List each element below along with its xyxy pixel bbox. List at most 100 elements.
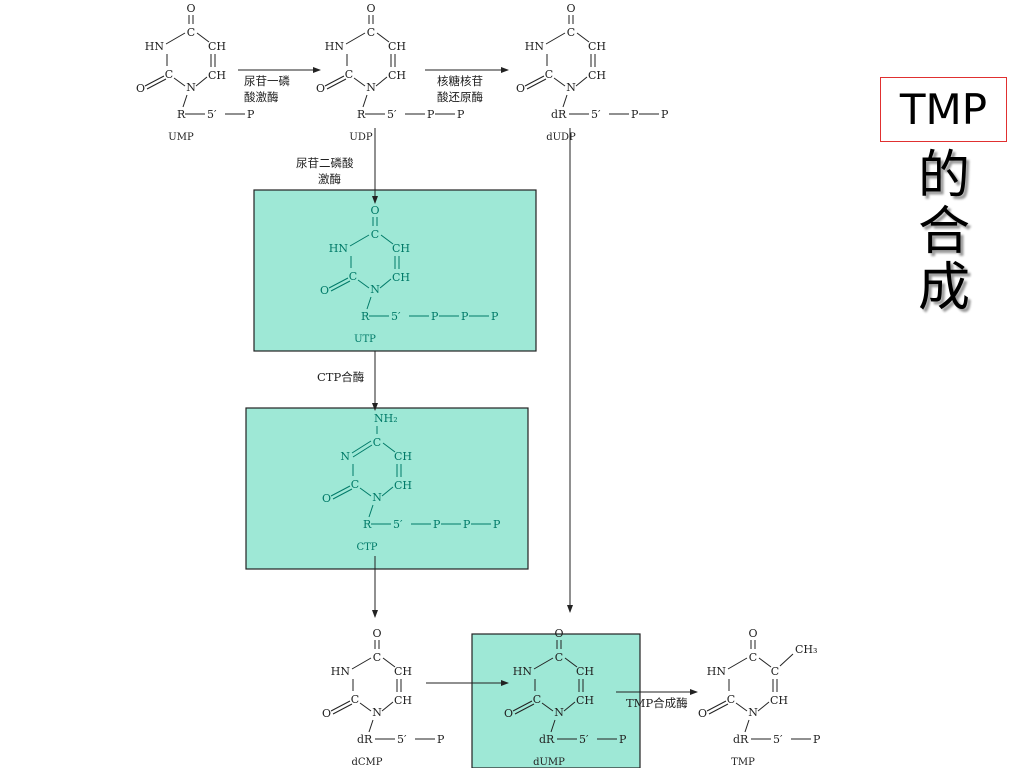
n1-label: N <box>372 491 382 504</box>
sugar-label: dR <box>357 733 373 746</box>
c2-carbon-label: C <box>345 68 353 81</box>
carbon-label: C <box>373 436 381 449</box>
five-prime-label: 5′ <box>773 733 783 746</box>
oxygen-label: O <box>370 204 379 217</box>
sugar-label: R <box>363 518 372 531</box>
title-characters: 的 合 成 <box>912 148 976 316</box>
c5-ch-label: CH <box>388 40 406 53</box>
carbon-label: C <box>367 26 375 39</box>
hn-label: HN <box>331 665 351 678</box>
dump-highlight-box <box>471 633 641 768</box>
compound-name-dudp: dUDP <box>546 132 576 143</box>
oxygen-label: O <box>566 2 575 15</box>
phosphate-label: P <box>493 518 501 531</box>
reductase-label-line1: 核糖核苷 <box>437 74 483 88</box>
c6-ch-label: CH <box>208 69 226 82</box>
c2-carbon-label: C <box>727 693 735 706</box>
five-prime-label: 5′ <box>391 310 401 323</box>
phosphate-label: P <box>463 518 471 531</box>
c6-ch-label: CH <box>388 69 406 82</box>
c2-oxygen-label: O <box>322 707 331 720</box>
sugar-label: R <box>361 310 370 323</box>
n1-label: N <box>370 283 380 296</box>
phosphate-label: P <box>457 108 465 121</box>
nitrogen-label: N <box>340 450 350 463</box>
n1-label: N <box>748 706 758 719</box>
five-prime-label: 5′ <box>393 518 403 531</box>
c5-ch-label: CH <box>394 665 412 678</box>
c2-oxygen-label: O <box>516 82 525 95</box>
c5-ch-label: CH <box>394 450 412 463</box>
phosphate-label: P <box>619 733 627 746</box>
carbon-label: C <box>371 228 379 241</box>
phosphate-label: P <box>491 310 499 323</box>
title-boxed-tmp: TMP <box>880 77 1007 142</box>
c6-ch-label: CH <box>394 479 412 492</box>
n1-label: N <box>372 706 382 719</box>
carbon-label: C <box>749 651 757 664</box>
c6-ch-label: CH <box>588 69 606 82</box>
c2-oxygen-label: O <box>136 82 145 95</box>
five-prime-label: 5′ <box>591 108 601 121</box>
title-char-1: 的 <box>917 146 970 206</box>
hn-label: HN <box>513 665 533 678</box>
compound-name-utp: UTP <box>354 334 376 345</box>
c2-carbon-label: C <box>545 68 553 81</box>
ctp-synthase-label: CTP合酶 <box>317 370 364 384</box>
oxygen-label: O <box>554 627 563 640</box>
carbon-label: C <box>567 26 575 39</box>
carbon-label: C <box>555 651 563 664</box>
utp-highlight-box <box>253 189 537 352</box>
compound-name-ctp: CTP <box>356 542 377 553</box>
c5-label: C <box>771 665 779 678</box>
compound-name-dcmp: dCMP <box>351 757 382 768</box>
oxygen-label: O <box>748 627 757 640</box>
phosphate-label: P <box>431 310 439 323</box>
c2-oxygen-label: O <box>316 82 325 95</box>
phosphate-label: P <box>247 108 255 121</box>
c2-carbon-label: C <box>533 693 541 706</box>
carbon-label: C <box>373 651 381 664</box>
c6-ch-label: CH <box>394 694 412 707</box>
hn-label: HN <box>329 242 349 255</box>
n1-label: N <box>366 81 376 94</box>
methyl-label: CH₃ <box>795 643 817 656</box>
compound-name-ump: UMP <box>168 132 194 143</box>
c5-ch-label: CH <box>392 242 410 255</box>
c2-carbon-label: C <box>349 270 357 283</box>
uridylate-kinase-label-line1: 尿苷一磷 <box>244 74 290 88</box>
hn-label: HN <box>325 40 345 53</box>
five-prime-label: 5′ <box>579 733 589 746</box>
n1-label: N <box>566 81 576 94</box>
phosphate-label: P <box>813 733 821 746</box>
c2-carbon-label: C <box>351 693 359 706</box>
udp-kinase-label-line2: 激酶 <box>318 172 341 186</box>
five-prime-label: 5′ <box>207 108 217 121</box>
sugar-label: dR <box>733 733 749 746</box>
reductase-label-line2: 酸还原酶 <box>437 90 483 104</box>
phosphate-label: P <box>661 108 669 121</box>
phosphate-label: P <box>427 108 435 121</box>
c6-ch-label: CH <box>770 694 788 707</box>
tmp-synthase-label: TMP合成酶 <box>626 696 688 710</box>
phosphate-label: P <box>461 310 469 323</box>
compound-name-dump: dUMP <box>533 757 565 768</box>
compound-name-udp: UDP <box>349 132 372 143</box>
oxygen-label: O <box>366 2 375 15</box>
hn-label: HN <box>525 40 545 53</box>
udp-kinase-label-line1: 尿苷二磷酸 <box>296 156 354 170</box>
c2-carbon-label: C <box>351 478 359 491</box>
c2-oxygen-label: O <box>504 707 513 720</box>
phosphate-label: P <box>433 518 441 531</box>
c2-oxygen-label: O <box>322 492 331 505</box>
c5-ch-label: CH <box>588 40 606 53</box>
oxygen-label: O <box>372 627 381 640</box>
c2-oxygen-label: O <box>698 707 707 720</box>
enzyme-labels: 尿苷一磷 酸激酶 核糖核苷 酸还原酶 尿苷二磷酸 激酶 CTP合酶 TMP合成酶 <box>244 74 688 710</box>
